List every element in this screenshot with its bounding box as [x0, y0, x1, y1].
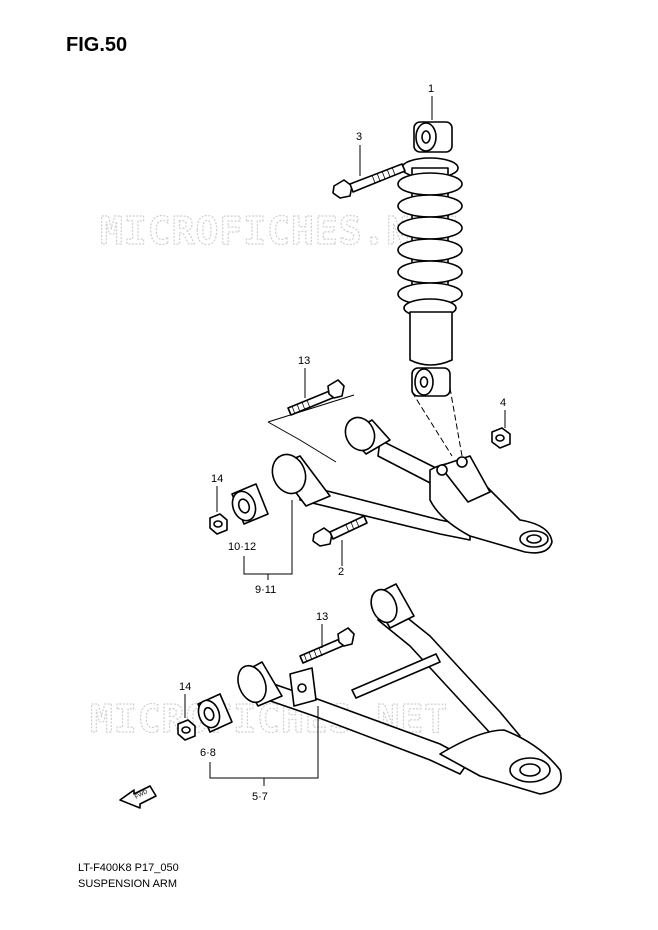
callout-6-8: 6·8	[200, 747, 216, 759]
callout-5-7: 5·7	[252, 791, 268, 803]
lower-shock-bolt[interactable]	[312, 515, 368, 547]
fwd-arrow-icon: FWD	[119, 785, 157, 809]
lower-arm-bushing-inner[interactable]	[195, 693, 233, 733]
callout-13-upper: 13	[298, 355, 310, 367]
upper-arm-bushing-inner[interactable]	[229, 483, 269, 525]
upper-suspension-arm[interactable]	[267, 394, 553, 554]
callout-9-11: 9·11	[255, 584, 276, 596]
upper-arm-nut[interactable]	[209, 513, 228, 535]
lower-arm-nut[interactable]	[177, 719, 196, 741]
figure-name: SUSPENSION ARM	[78, 878, 178, 890]
callout-2: 2	[338, 566, 344, 578]
watermark-top: MICROFICHES.NET	[100, 209, 458, 253]
callout-14-upper: 14	[211, 473, 223, 485]
lower-arm-bolt[interactable]	[299, 627, 355, 664]
callout-13-lower: 13	[316, 611, 328, 623]
callout-14-lower: 14	[179, 681, 191, 693]
upper-shock-bolt[interactable]	[332, 163, 406, 199]
lower-suspension-arm[interactable]	[233, 583, 562, 795]
figure-title: FIG.50	[66, 34, 128, 56]
callout-10-12: 10·12	[228, 541, 256, 553]
figure-code: LT-F400K8 P17_050	[78, 862, 179, 874]
upper-arm-bolt[interactable]	[287, 379, 345, 416]
nut-right[interactable]	[491, 427, 511, 449]
callout-4: 4	[500, 397, 506, 409]
shock-absorber[interactable]	[397, 121, 463, 397]
callout-3: 3	[356, 131, 362, 143]
callout-1: 1	[428, 83, 434, 95]
